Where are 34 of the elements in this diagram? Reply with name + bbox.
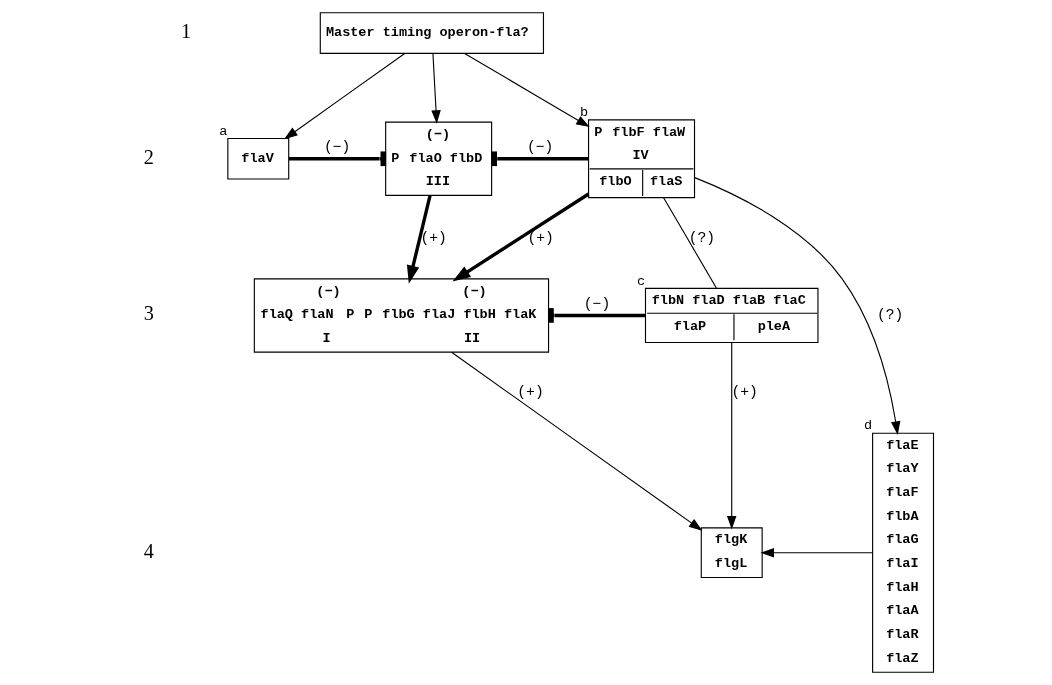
arrow bbox=[760, 548, 873, 558]
label: 4 bbox=[143, 539, 155, 562]
node-label: a bbox=[219, 123, 228, 139]
label: 3 bbox=[143, 302, 155, 325]
node-box: (−) P flaO flbD III bbox=[385, 121, 493, 196]
arrow bbox=[451, 351, 703, 531]
node-label: d bbox=[864, 418, 873, 434]
connector bbox=[491, 151, 589, 167]
edge-label: (?) bbox=[688, 230, 716, 247]
node-label: c bbox=[636, 273, 646, 289]
arrow bbox=[452, 192, 590, 282]
node-box: flaE flaY flaF flbA flaG flaI flaH flaA flaR flaZ bbox=[872, 432, 935, 673]
edge-label: (+) bbox=[420, 230, 447, 247]
connector bbox=[663, 197, 717, 289]
arrow bbox=[431, 52, 441, 124]
arrow bbox=[284, 52, 406, 140]
edge-label: (+) bbox=[527, 230, 554, 247]
edge-label: (+) bbox=[517, 384, 544, 401]
arrow bbox=[406, 195, 432, 284]
node-box: flgK flgL bbox=[700, 527, 763, 579]
arrow bbox=[726, 342, 737, 530]
label: 1 bbox=[181, 20, 192, 43]
edge-label: (−) bbox=[526, 139, 554, 156]
node-box: Master timing operon-fla? bbox=[319, 12, 545, 54]
arrow bbox=[464, 52, 590, 128]
edge-label: (+) bbox=[731, 384, 758, 401]
label: 2 bbox=[143, 145, 155, 168]
node-box: flaV bbox=[227, 137, 290, 180]
edge-label: (−) bbox=[324, 139, 351, 156]
node-label: b bbox=[579, 105, 589, 121]
edge-label: (?) bbox=[876, 307, 904, 324]
node-box: (−) (−) flaQ flaN P P flbG flaJ flbH flaK I II bbox=[253, 278, 550, 353]
arrow bbox=[694, 177, 901, 435]
edge-label: (−) bbox=[583, 296, 611, 313]
